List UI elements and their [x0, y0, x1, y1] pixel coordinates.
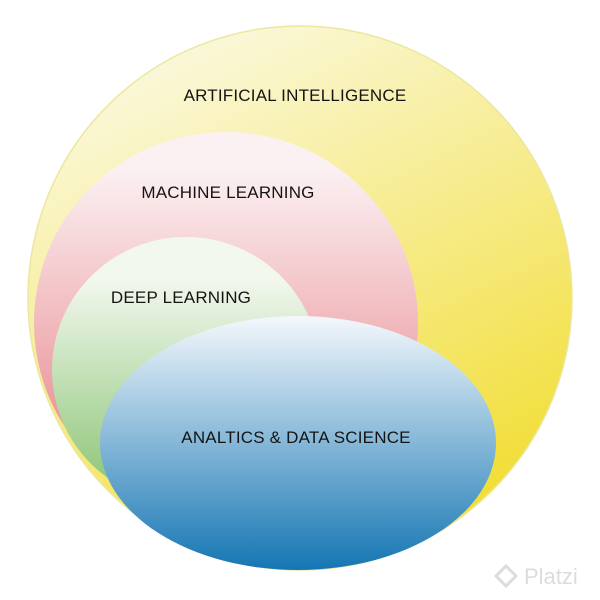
set-ds-label: ANALTICS & DATA SCIENCE	[181, 428, 410, 447]
set-dl-label: DEEP LEARNING	[111, 288, 251, 307]
platzi-watermark-text: Platzi	[524, 564, 578, 589]
platzi-watermark: Platzi	[493, 563, 578, 589]
set-ml-label: MACHINE LEARNING	[141, 183, 314, 202]
set-ai-label: ARTIFICIAL INTELLIGENCE	[184, 86, 407, 105]
platzi-logo-icon	[493, 563, 519, 589]
set-ds-ellipse	[100, 316, 496, 570]
